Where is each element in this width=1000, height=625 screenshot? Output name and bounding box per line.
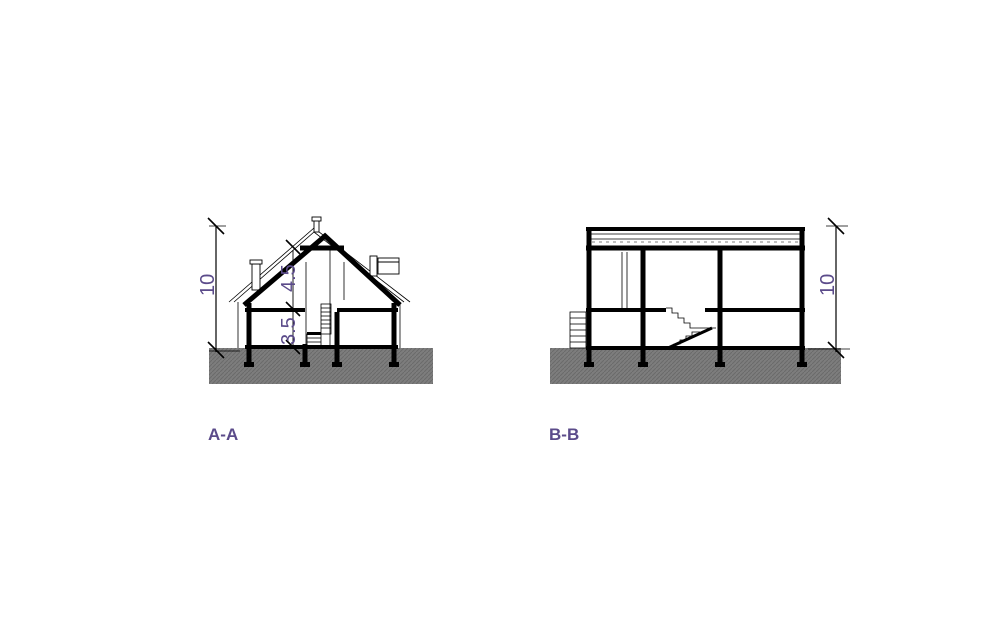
- chimneys: [249, 216, 400, 291]
- ground-b: [550, 348, 841, 384]
- chimney-left: [251, 263, 261, 291]
- exterior-steps: [569, 311, 587, 349]
- caption-a-a: A-A: [208, 425, 238, 444]
- floors-a: [245, 308, 398, 349]
- stairs-a: [306, 303, 332, 348]
- footings-a: [244, 362, 399, 367]
- dimension-line-b: [808, 217, 850, 359]
- footings-b: [584, 362, 807, 367]
- dimension-line-a: [207, 217, 301, 359]
- roof-b: [586, 227, 805, 251]
- vent-top: [313, 219, 320, 233]
- stair-flight: [667, 326, 713, 350]
- caption-b-b: B-B: [549, 425, 579, 444]
- dim-lower-a: 3.5: [278, 317, 300, 345]
- dim-upper-a: 4.5: [278, 264, 300, 292]
- dim-total-b: 10: [817, 274, 839, 296]
- ground-a: [209, 348, 433, 384]
- chimney-right: [369, 255, 378, 277]
- dim-total-a: 10: [197, 274, 219, 296]
- section-b-b: 10 B-B: [549, 217, 850, 444]
- floors-b: [586, 308, 805, 350]
- landing: [307, 332, 321, 335]
- section-a-a: 10 4.5 3.5 A-A: [197, 216, 433, 444]
- roof-a: [242, 232, 402, 307]
- roof-window: [377, 257, 400, 275]
- inner-lines-b: [621, 252, 628, 308]
